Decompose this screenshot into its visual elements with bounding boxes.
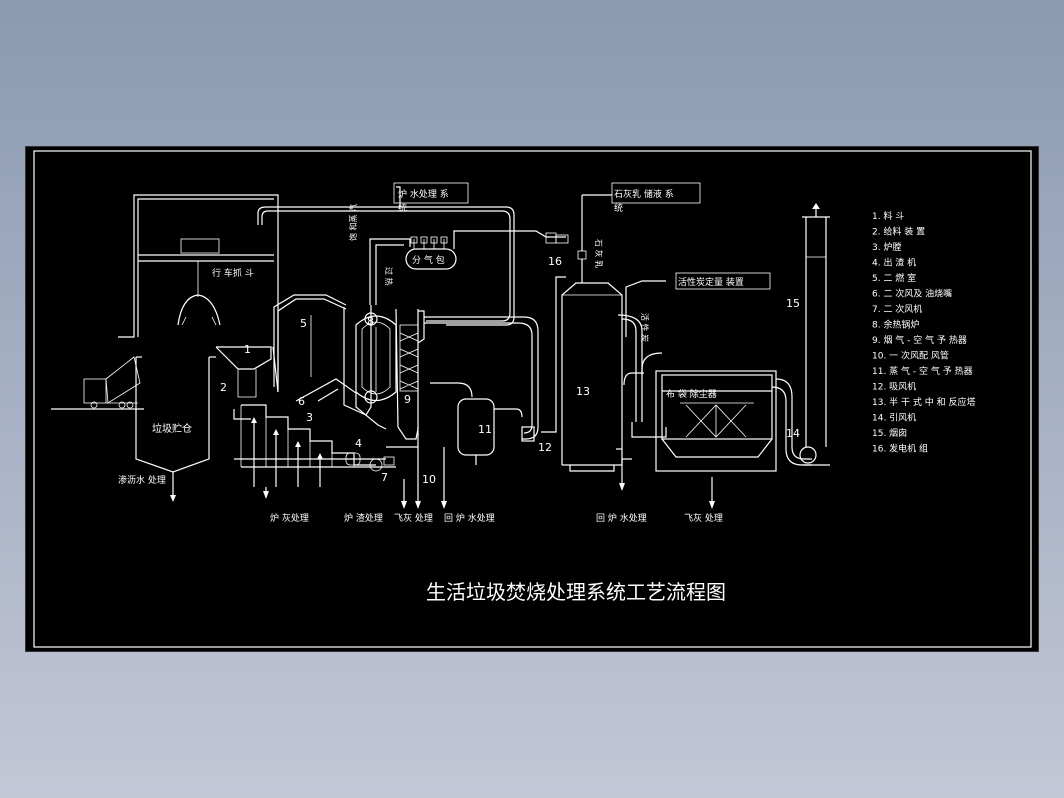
baghouse-label: 布 袋 除尘器 (666, 388, 717, 400)
equipment-legend: 1. 料 斗 2. 给料 装 置 3. 炉膛 4. 出 渣 机 5. 二 燃 室 6. 二… (872, 210, 975, 455)
boiler-water-label-2: 统 (398, 202, 407, 214)
num-4: 4 (355, 437, 362, 450)
sheet-border (33, 150, 1032, 648)
drawing-sheet: 炉 水处理 系 统 石灰乳 储液 系 统 分 气 包 行 车抓 斗 垃圾贮仓 渗… (25, 146, 1039, 652)
legend-item: 6. 二 次风及 油烧嘴 (872, 288, 952, 300)
legend-item: 4. 出 渣 机 (872, 257, 916, 269)
steam-vertical-label-1: 饱 和蒸 汽 (348, 204, 358, 241)
leachate-label: 渗沥水 处理 (118, 474, 166, 486)
num-13: 13 (576, 385, 590, 398)
semi-dry-reactor (561, 194, 632, 491)
legend-item: 9. 烟 气 - 空 气 予 热器 (872, 334, 967, 346)
output-arrows (401, 447, 715, 509)
diagram-labels: 炉 水处理 系 统 石灰乳 储液 系 统 分 气 包 行 车抓 斗 垃圾贮仓 渗… (118, 182, 771, 486)
legend-item: 2. 给料 装 置 (872, 226, 925, 238)
crane-label: 行 车抓 斗 (212, 267, 254, 279)
baghouse-frame (655, 370, 777, 472)
legend-item: 5. 二 燃 室 (872, 272, 916, 284)
id-fan-14 (799, 446, 817, 464)
output-fly-1: 飞灰 处理 (394, 512, 433, 524)
num-12: 12 (538, 441, 552, 454)
carbon-vertical-label: 活 性 炭 (640, 313, 650, 342)
num-10: 10 (422, 473, 436, 486)
legend-item: 7. 二 次风机 (872, 303, 922, 315)
output-ash-1: 炉 灰处理 (270, 512, 309, 524)
crane-structure (118, 194, 279, 382)
num-16: 16 (548, 255, 562, 268)
waste-heat-boiler (343, 305, 425, 448)
num-11: 11 (478, 423, 492, 436)
garbage-truck (51, 356, 144, 410)
legend-item: 1. 料 斗 (872, 210, 904, 222)
pit-label: 垃圾贮仓 (152, 422, 192, 435)
stack (802, 203, 830, 466)
flue-ducts (424, 276, 566, 465)
outlet-duct (771, 378, 817, 466)
legend-item: 14. 引风机 (872, 412, 916, 424)
num-7: 7 (381, 471, 388, 484)
legend-item: 3. 炉膛 (872, 241, 901, 253)
output-fly-2: 飞灰 处理 (684, 512, 723, 524)
legend-item: 16. 发电机 组 (872, 443, 928, 455)
output-return-2: 回 炉 水处理 (596, 512, 647, 524)
steam-drum (405, 248, 457, 270)
num-9: 9 (404, 393, 411, 406)
legend-item: 15. 烟囱 (872, 427, 907, 439)
process-flow-diagram: 炉 水处理 系 统 石灰乳 储液 系 统 分 气 包 行 车抓 斗 垃圾贮仓 渗… (33, 150, 1032, 648)
output-return-1: 回 炉 水处理 (444, 512, 495, 524)
drum-label: 分 气 包 (412, 254, 445, 266)
output-labels: 炉 灰处理 炉 渣处理 飞灰 处理 回 炉 水处理 回 炉 水处理 飞灰 处理 (270, 512, 723, 524)
boiler-water-label: 炉 水处理 系 (398, 188, 449, 200)
num-8: 8 (367, 315, 374, 328)
legend-item: 10. 一 次风配 风管 (872, 350, 949, 362)
garbage-pit (135, 356, 216, 502)
num-6: 6 (298, 395, 305, 408)
output-ash-2: 炉 渣处理 (344, 512, 383, 524)
steam-vertical-label-2: 过 热 (384, 267, 394, 286)
num-14: 14 (786, 427, 800, 440)
lime-vertical-label: 石 灰 乳 (594, 239, 604, 268)
lime-slurry-label-2: 统 (614, 202, 623, 214)
reactor-to-baghouse-pipe (617, 280, 667, 438)
num-2: 2 (220, 381, 227, 394)
legend-item: 13. 半 干 式 中 和 反应塔 (872, 396, 975, 408)
legend-item: 8. 余热锅炉 (872, 319, 919, 331)
legend-item: 12. 吸风机 (872, 381, 916, 393)
num-3: 3 (306, 411, 313, 424)
num-15: 15 (786, 297, 800, 310)
diagram-title: 生活垃圾焚烧处理系统工艺流程图 (426, 580, 726, 604)
furnace-body (273, 294, 395, 472)
num-5: 5 (300, 317, 307, 330)
carbon-label: 活性炭定量 装置 (678, 276, 744, 288)
equipment-numbers: 1 2 3 4 5 6 7 8 9 10 11 12 13 14 15 16 (220, 255, 800, 486)
lime-slurry-label: 石灰乳 储液 系 (614, 188, 674, 200)
num-1: 1 (244, 343, 251, 356)
baghouse-filter (623, 352, 777, 472)
legend-item: 11. 蒸 气 - 空 气 予 热器 (872, 365, 973, 377)
